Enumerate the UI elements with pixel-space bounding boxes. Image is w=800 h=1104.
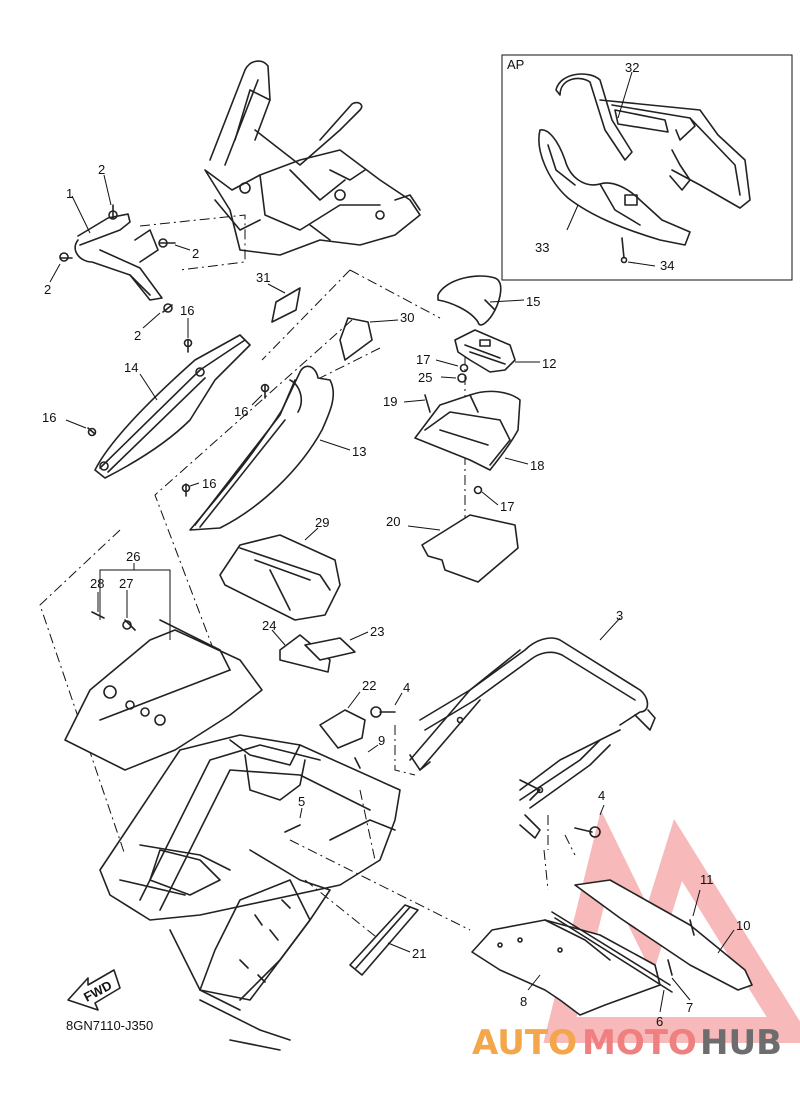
part-24-plate xyxy=(279,634,331,673)
callout-12: 12 xyxy=(542,356,556,371)
callout-13: 13 xyxy=(352,444,366,459)
bolt-4-lower xyxy=(574,826,601,838)
callout-28: 28 xyxy=(90,576,104,591)
callout-3: 3 xyxy=(616,608,623,623)
part-30-decal xyxy=(339,317,373,361)
callout-7: 7 xyxy=(686,1000,693,1015)
top-frame-assembly xyxy=(204,60,421,256)
callout-4-lower: 4 xyxy=(598,788,605,803)
bolts-16 xyxy=(87,338,270,497)
callout-16-left: 16 xyxy=(42,410,56,425)
callout-32: 32 xyxy=(625,60,639,75)
bolt-4-upper xyxy=(370,706,396,718)
bolt-17-top xyxy=(459,363,469,373)
part-1-bracket xyxy=(74,213,246,301)
callout-11: 11 xyxy=(700,872,714,887)
part-13-side-cover xyxy=(189,365,335,531)
part-21-strip xyxy=(349,904,419,976)
callout-29: 29 xyxy=(315,515,329,530)
clip-7-right xyxy=(667,959,673,976)
callout-15: 15 xyxy=(526,294,540,309)
watermark-logo-mark xyxy=(543,810,800,1043)
callout-23: 23 xyxy=(370,624,384,639)
callout-2-top: 2 xyxy=(98,162,105,177)
main-frame-lower xyxy=(99,734,401,1051)
callout-34: 34 xyxy=(660,258,674,273)
clip-9 xyxy=(354,757,361,769)
callout-2-bottom: 2 xyxy=(134,328,141,343)
callout-9: 9 xyxy=(378,733,385,748)
callout-18: 18 xyxy=(530,458,544,473)
callout-26: 26 xyxy=(126,549,140,564)
bolt-17-bottom xyxy=(473,485,483,495)
callout-2-right: 2 xyxy=(192,246,199,261)
part-14-side-cover xyxy=(94,334,251,479)
part-22-bracket xyxy=(319,709,366,749)
watermark-hub: HUB xyxy=(700,1023,782,1063)
callout-21: 21 xyxy=(412,946,426,961)
callout-17-bottom: 17 xyxy=(500,499,514,514)
callout-31: 31 xyxy=(256,270,270,285)
part-12-bracket xyxy=(454,329,516,373)
clip-11 xyxy=(689,919,695,936)
watermark-text: AUTO MOTO HUB xyxy=(472,1023,782,1063)
callout-8: 8 xyxy=(520,994,527,1009)
part-8-rear-plate xyxy=(471,919,661,1016)
part-32-guard-bar xyxy=(555,73,751,209)
pin-5 xyxy=(284,824,301,833)
footrest-grid xyxy=(199,879,311,1001)
callout-16-mid: 16 xyxy=(234,404,248,419)
callout-19: 19 xyxy=(383,394,397,409)
callout-6: 6 xyxy=(656,1014,663,1029)
part-31-decal xyxy=(271,287,301,323)
ap-inset: AP 32 33 34 xyxy=(501,54,793,281)
fwd-arrow-icon: FWD xyxy=(67,969,121,1011)
callout-16-top: 16 xyxy=(180,303,194,318)
callout-4-upper: 4 xyxy=(403,680,410,695)
callout-10: 10 xyxy=(736,918,750,933)
callout-20: 20 xyxy=(386,514,400,529)
part-10-flap xyxy=(551,879,753,993)
part-20-sheet xyxy=(421,514,519,583)
watermark-auto: AUTO xyxy=(472,1023,577,1063)
callout-25: 25 xyxy=(418,370,432,385)
part-26-plate xyxy=(64,619,263,771)
callout-1: 1 xyxy=(66,186,73,201)
callout-17-top: 17 xyxy=(416,352,430,367)
callout-33: 33 xyxy=(535,240,549,255)
part-28-screw xyxy=(91,611,105,619)
callout-14: 14 xyxy=(124,360,138,375)
callout-16-low: 16 xyxy=(202,476,216,491)
callout-22: 22 xyxy=(362,678,376,693)
callout-24: 24 xyxy=(262,618,276,633)
part-3-rear-frame xyxy=(409,637,656,839)
watermark-moto: MOTO xyxy=(582,1023,697,1063)
callout-5: 5 xyxy=(298,794,305,809)
callout-30: 30 xyxy=(400,310,414,325)
part-23-pad xyxy=(304,637,356,661)
callout-2-left: 2 xyxy=(44,282,51,297)
part-33-rear-cover xyxy=(538,129,691,246)
clip-19 xyxy=(424,394,431,413)
diagram-code: 8GN7110-J350 xyxy=(66,1018,153,1033)
nut-25 xyxy=(457,373,467,383)
part-18-housing xyxy=(414,390,521,471)
callout-27: 27 xyxy=(119,576,133,591)
part-29-box xyxy=(219,534,341,621)
ap-inset-label: AP xyxy=(507,57,524,72)
part-27-clip xyxy=(122,620,132,630)
bolts-2 xyxy=(59,204,176,313)
part-15-cover xyxy=(437,275,502,326)
